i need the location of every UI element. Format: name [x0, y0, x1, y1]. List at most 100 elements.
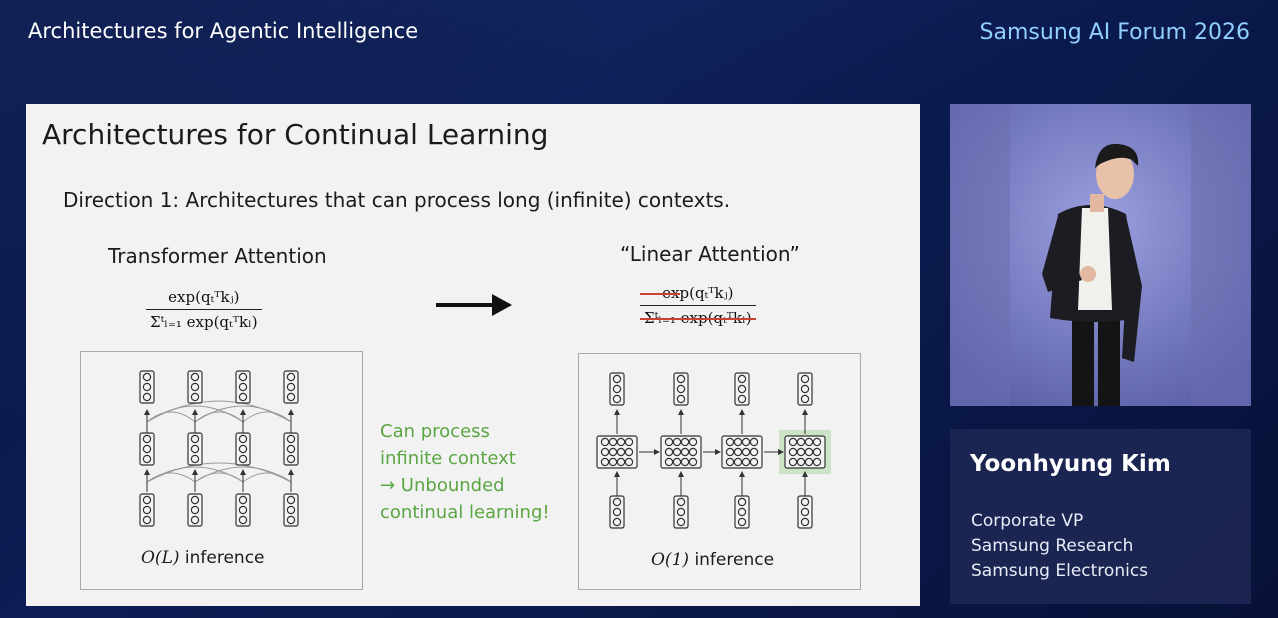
token-node [788, 457, 798, 467]
token-node [612, 394, 622, 404]
token-node [737, 394, 747, 404]
token-node [142, 372, 152, 382]
token-node [238, 382, 248, 392]
token-box [235, 493, 251, 527]
token-node [190, 454, 200, 464]
benefit-line: → Unbounded [380, 475, 505, 496]
token-node [676, 517, 686, 527]
transformer-graph [139, 370, 299, 527]
fraction-bar [146, 309, 262, 310]
complexity-math: O(L) [141, 548, 180, 568]
token-box [235, 370, 251, 404]
token-node [238, 454, 248, 464]
complexity-math: O(1) [651, 550, 690, 570]
right-arrow-icon [436, 294, 512, 316]
token-box [187, 370, 203, 404]
token-node [749, 457, 759, 467]
token-box [734, 495, 750, 529]
token-node [286, 505, 296, 515]
token-box [283, 493, 299, 527]
token-node [788, 437, 798, 447]
token-node [608, 437, 618, 447]
token-box [139, 432, 155, 466]
token-node [664, 447, 674, 457]
token-node [238, 434, 248, 444]
token-node [286, 515, 296, 525]
token-node [804, 437, 814, 447]
token-box [283, 432, 299, 466]
token-node [190, 515, 200, 525]
struck-softmax-formula: exp(qₜᵀkⱼ) Σᵗₗ₌₁ exp(qₜᵀkₗ) [640, 284, 756, 327]
strike-line [640, 318, 756, 320]
token-node [616, 437, 626, 447]
token-node [737, 384, 747, 394]
token-node [286, 372, 296, 382]
token-node [286, 454, 296, 464]
token-node [600, 437, 610, 447]
token-node [190, 382, 200, 392]
token-node [680, 447, 690, 457]
token-node [688, 457, 698, 467]
token-stacks [596, 372, 826, 529]
speaker-card: Yoonhyung Kim Corporate VP Samsung Resea… [950, 429, 1251, 604]
benefit-line: Can process [380, 421, 490, 442]
token-node [616, 447, 626, 457]
token-node [142, 515, 152, 525]
token-node [812, 457, 822, 467]
token-node [733, 447, 743, 457]
token-box [139, 493, 155, 527]
speaker-figure [950, 104, 1251, 406]
token-node [676, 374, 686, 384]
token-node [238, 372, 248, 382]
token-node [800, 507, 810, 517]
fraction-bar [640, 305, 756, 306]
token-node [676, 394, 686, 404]
speaker-title: Corporate VP [971, 511, 1084, 531]
slide-direction: Direction 1: Architectures that can proc… [63, 188, 731, 212]
token-node [812, 437, 822, 447]
token-node [749, 447, 759, 457]
linear-inference-label: O(1) inference [651, 550, 774, 570]
attention-arcs [146, 400, 292, 483]
token-box [187, 493, 203, 527]
token-node [733, 437, 743, 447]
token-node [688, 437, 698, 447]
benefit-text: Can process infinite context → Unbounded… [380, 418, 550, 526]
token-node [190, 434, 200, 444]
token-node [737, 517, 747, 527]
token-node [741, 437, 751, 447]
token-box [187, 432, 203, 466]
token-node [190, 372, 200, 382]
formula-denominator: Σᵗₗ₌₁ exp(qₜᵀkₗ) [150, 313, 258, 331]
complexity-text: inference [184, 548, 265, 568]
token-node [725, 437, 735, 447]
token-node [680, 457, 690, 467]
token-node [624, 437, 634, 447]
transformer-heading: Transformer Attention [108, 244, 327, 268]
linear-attention-heading: “Linear Attention” [620, 242, 800, 266]
token-node [238, 505, 248, 515]
token-box [797, 495, 813, 529]
event-title: Architectures for Agentic Intelligence [28, 19, 419, 43]
token-node [680, 437, 690, 447]
token-node [612, 517, 622, 527]
token-node [788, 447, 798, 457]
token-node [725, 447, 735, 457]
token-node [796, 457, 806, 467]
token-node [672, 457, 682, 467]
token-node [800, 497, 810, 507]
token-node [741, 447, 751, 457]
token-node [804, 447, 814, 457]
token-node [190, 444, 200, 454]
complexity-text: inference [694, 550, 775, 570]
token-stacks [139, 370, 299, 527]
token-node [800, 384, 810, 394]
linear-attention-graph [596, 372, 831, 529]
token-box [673, 372, 689, 406]
token-box [797, 372, 813, 406]
token-node [800, 517, 810, 527]
token-node [608, 457, 618, 467]
token-node [612, 497, 622, 507]
token-node [796, 447, 806, 457]
token-box [283, 370, 299, 404]
